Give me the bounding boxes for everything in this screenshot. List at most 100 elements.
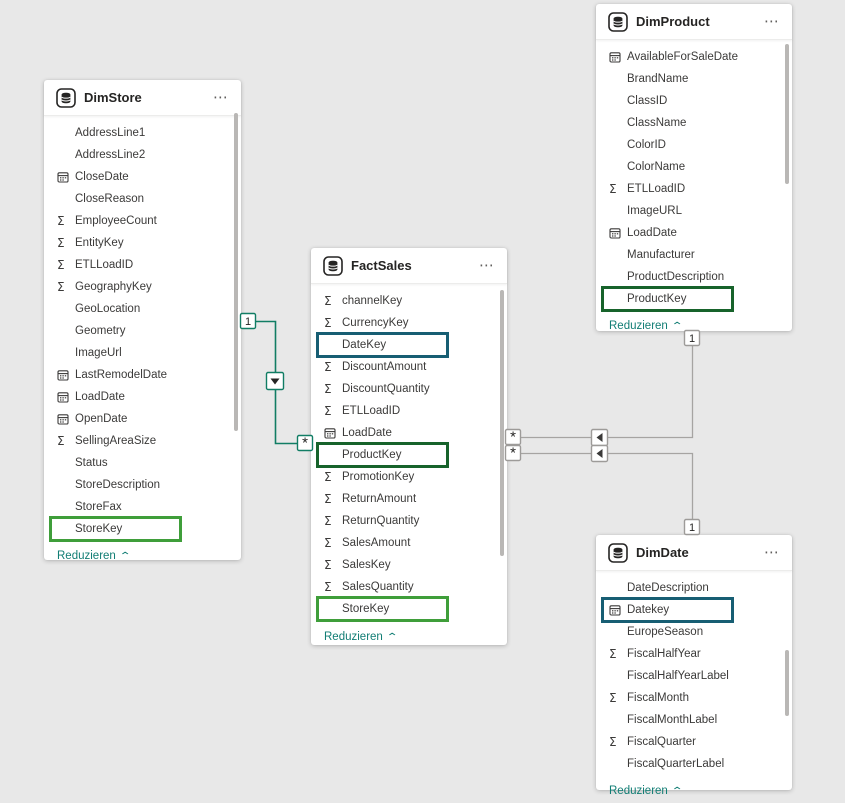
field-row[interactable]: StoreKey <box>311 598 507 620</box>
field-row[interactable]: StoreDescription <box>44 474 241 496</box>
field-row[interactable]: LastRemodelDate <box>44 364 241 386</box>
field-name: FiscalHalfYearLabel <box>627 670 729 682</box>
field-row[interactable]: Σ ReturnQuantity <box>311 510 507 532</box>
calendar-icon <box>324 427 342 439</box>
field-row[interactable]: Σ FiscalQuarter <box>596 731 792 753</box>
ellipsis-icon[interactable]: ⋯ <box>762 12 782 31</box>
scrollbar-thumb[interactable] <box>500 290 504 556</box>
field-row[interactable]: ProductKey <box>311 444 507 466</box>
field-row[interactable]: ProductKey <box>596 288 792 310</box>
cardinality-many-label: * <box>510 429 516 446</box>
field-row[interactable]: StoreKey <box>44 518 241 540</box>
table-card-factsales[interactable]: FactSales ⋯ Σ channelKey Σ CurrencyKey D… <box>311 248 507 645</box>
collapse-button[interactable]: Reduzieren⌃ <box>609 785 681 797</box>
field-row[interactable]: ColorName <box>596 156 792 178</box>
field-name: EntityKey <box>75 237 124 249</box>
field-row[interactable]: Σ FiscalMonth <box>596 687 792 709</box>
field-row[interactable]: Σ channelKey <box>311 290 507 312</box>
table-card-dimproduct[interactable]: DimProduct ⋯ AvailableForSaleDate BrandN… <box>596 4 792 331</box>
sigma-icon: Σ <box>609 736 627 748</box>
field-row[interactable]: Σ ReturnAmount <box>311 488 507 510</box>
table-card-dimstore[interactable]: DimStore ⋯ AddressLine1 AddressLine2 Clo… <box>44 80 241 560</box>
field-row[interactable]: EuropeSeason <box>596 621 792 643</box>
field-row[interactable]: Σ SalesAmount <box>311 532 507 554</box>
table-header[interactable]: DimStore ⋯ <box>44 80 241 116</box>
field-row[interactable]: ImageURL <box>596 200 792 222</box>
sigma-icon: Σ <box>57 259 75 271</box>
field-row[interactable]: AddressLine2 <box>44 144 241 166</box>
field-row[interactable]: Datekey <box>596 599 792 621</box>
field-row[interactable]: Geometry <box>44 320 241 342</box>
sigma-icon: Σ <box>324 383 342 395</box>
scrollbar-thumb[interactable] <box>785 650 789 716</box>
field-row[interactable]: Σ EntityKey <box>44 232 241 254</box>
field-row[interactable]: Σ ETLLoadID <box>596 178 792 200</box>
field-row[interactable]: Σ SalesKey <box>311 554 507 576</box>
field-name: GeoLocation <box>75 303 140 315</box>
field-row[interactable]: Σ DiscountAmount <box>311 356 507 378</box>
chevron-up-icon: ⌃ <box>119 551 132 562</box>
field-name: FiscalMonthLabel <box>627 714 717 726</box>
sigma-icon: Σ <box>324 471 342 483</box>
field-list: Σ channelKey Σ CurrencyKey DateKey Σ Dis… <box>311 284 507 621</box>
field-row[interactable]: Σ CurrencyKey <box>311 312 507 334</box>
sigma-icon: Σ <box>57 215 75 227</box>
field-name: ClassName <box>627 117 686 129</box>
field-row[interactable]: Σ GeographyKey <box>44 276 241 298</box>
field-row[interactable]: BrandName <box>596 68 792 90</box>
scrollbar-thumb[interactable] <box>785 44 789 184</box>
table-card-dimdate[interactable]: DimDate ⋯ DateDescription Datekey Europe… <box>596 535 792 790</box>
table-title: FactSales <box>351 258 477 273</box>
collapse-button[interactable]: Reduzieren⌃ <box>57 550 129 562</box>
field-row[interactable]: FiscalMonthLabel <box>596 709 792 731</box>
field-row[interactable]: ColorID <box>596 134 792 156</box>
field-list: DateDescription Datekey EuropeSeason Σ F… <box>596 571 792 775</box>
field-name: CurrencyKey <box>342 317 408 329</box>
field-row[interactable]: CloseDate <box>44 166 241 188</box>
field-row[interactable]: Σ SellingAreaSize <box>44 430 241 452</box>
field-name: AvailableForSaleDate <box>627 51 738 63</box>
field-row[interactable]: Σ SalesQuantity <box>311 576 507 598</box>
table-header[interactable]: FactSales ⋯ <box>311 248 507 284</box>
field-row[interactable]: DateKey <box>311 334 507 356</box>
field-row[interactable]: AvailableForSaleDate <box>596 46 792 68</box>
field-row[interactable]: Σ ETLLoadID <box>44 254 241 276</box>
field-row[interactable]: LoadDate <box>311 422 507 444</box>
collapse-button[interactable]: Reduzieren⌃ <box>609 320 681 332</box>
sigma-icon: Σ <box>609 648 627 660</box>
ellipsis-icon[interactable]: ⋯ <box>211 88 231 107</box>
ellipsis-icon[interactable]: ⋯ <box>762 543 782 562</box>
collapse-button[interactable]: Reduzieren⌃ <box>324 631 396 643</box>
field-row[interactable]: FiscalQuarterLabel <box>596 753 792 775</box>
field-row[interactable]: AddressLine1 <box>44 122 241 144</box>
field-row[interactable]: ClassName <box>596 112 792 134</box>
field-row[interactable]: Σ PromotionKey <box>311 466 507 488</box>
field-list: AvailableForSaleDate BrandName ClassID C… <box>596 40 792 310</box>
scrollbar-thumb[interactable] <box>234 113 238 431</box>
relationship-factsales-dimdate[interactable]: * 1 <box>506 445 700 535</box>
field-row[interactable]: LoadDate <box>44 386 241 408</box>
relationship-factsales-dimproduct[interactable]: * 1 <box>506 331 700 446</box>
table-header[interactable]: DimDate ⋯ <box>596 535 792 571</box>
field-row[interactable]: GeoLocation <box>44 298 241 320</box>
sigma-icon: Σ <box>324 295 342 307</box>
field-row[interactable]: ProductDescription <box>596 266 792 288</box>
field-row[interactable]: FiscalHalfYearLabel <box>596 665 792 687</box>
field-row[interactable]: Status <box>44 452 241 474</box>
field-row[interactable]: Σ ETLLoadID <box>311 400 507 422</box>
ellipsis-icon[interactable]: ⋯ <box>477 256 497 275</box>
field-row[interactable]: Σ DiscountQuantity <box>311 378 507 400</box>
field-row[interactable]: ImageUrl <box>44 342 241 364</box>
field-row[interactable]: Σ EmployeeCount <box>44 210 241 232</box>
relationship-dimstore-factsales[interactable]: 1 * <box>241 314 313 452</box>
field-name: channelKey <box>342 295 402 307</box>
field-row[interactable]: DateDescription <box>596 577 792 599</box>
field-row[interactable]: ClassID <box>596 90 792 112</box>
field-row[interactable]: Manufacturer <box>596 244 792 266</box>
field-row[interactable]: OpenDate <box>44 408 241 430</box>
table-header[interactable]: DimProduct ⋯ <box>596 4 792 40</box>
field-row[interactable]: CloseReason <box>44 188 241 210</box>
field-row[interactable]: LoadDate <box>596 222 792 244</box>
field-row[interactable]: Σ FiscalHalfYear <box>596 643 792 665</box>
field-row[interactable]: StoreFax <box>44 496 241 518</box>
